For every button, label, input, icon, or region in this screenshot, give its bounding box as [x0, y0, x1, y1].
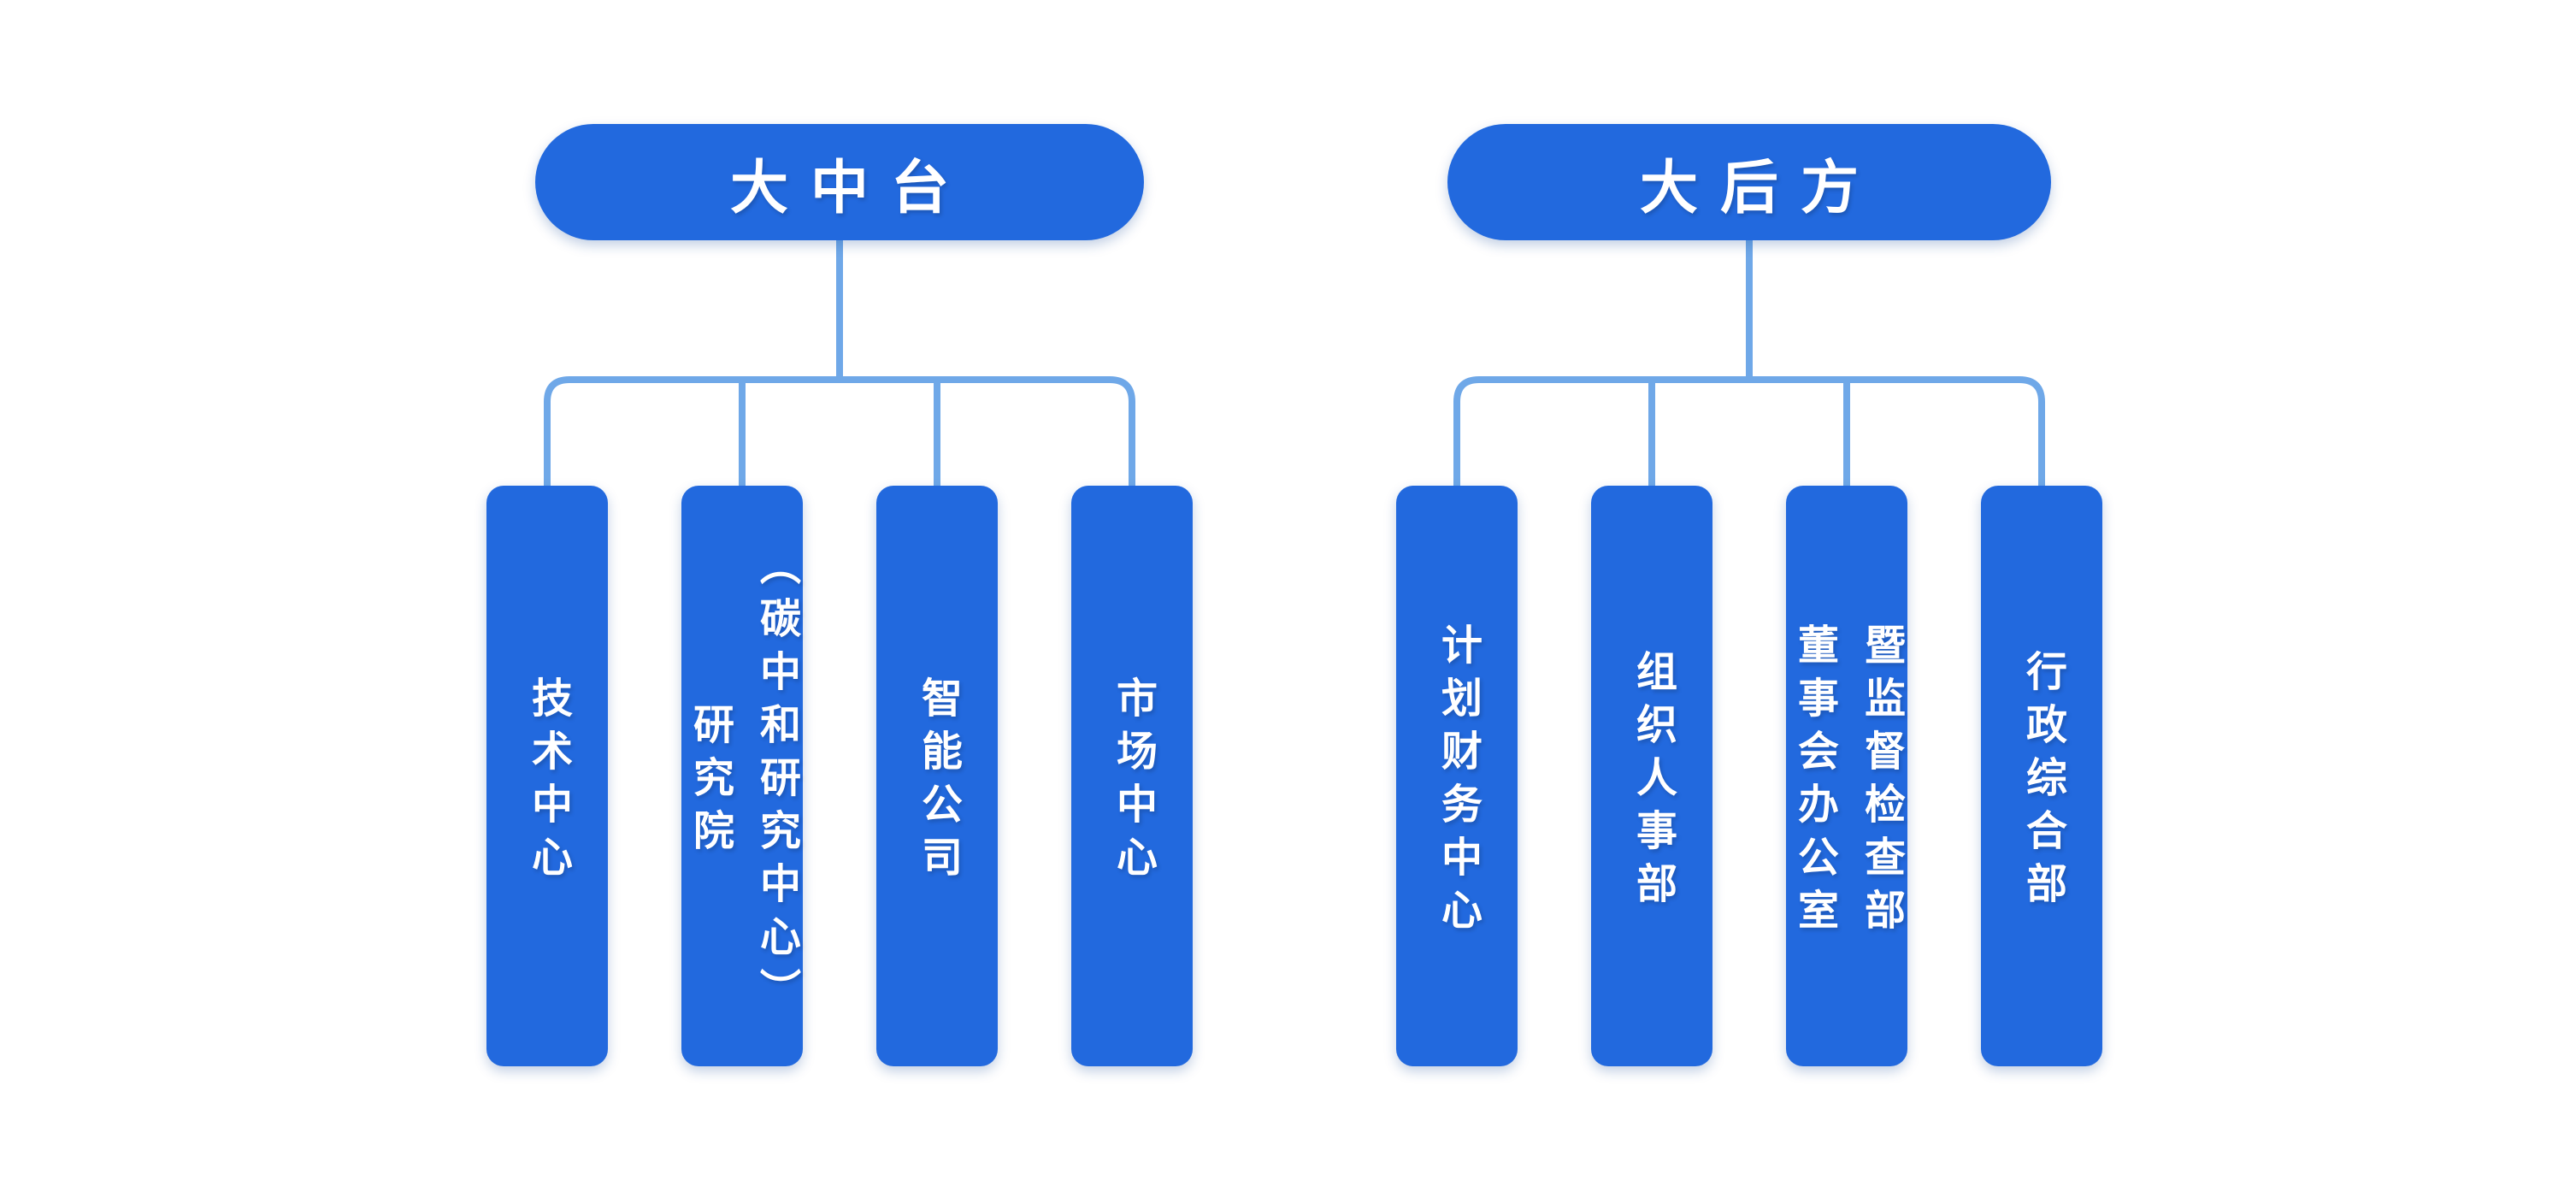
node-yanjiuyuan: 研究院 （碳中和研究中心） — [681, 486, 803, 1066]
node-shichang-zhongxin: 市场中心 — [1071, 486, 1193, 1066]
left-bracket-line — [544, 376, 1135, 489]
node-label-line-1: 董事会办公室 — [1791, 623, 1836, 941]
node-dongshihui-bangongshi: 董事会办公室 暨监督检查部 — [1786, 486, 1907, 1066]
node-label: 技术中心 — [525, 676, 570, 888]
node-label: 市场中心 — [1110, 676, 1155, 888]
node-label: 大后方 — [1639, 155, 1881, 221]
node-label: 组织人事部 — [1630, 649, 1675, 915]
node-dazhongtai-root: 大中台 — [535, 124, 1144, 240]
node-xingzheng-zonghe-bu: 行政综合部 — [1981, 486, 2102, 1066]
node-label: 行政综合部 — [2019, 649, 2065, 915]
node-zuzhi-renshi-bu: 组织人事部 — [1591, 486, 1712, 1066]
node-zhineng-gongsi: 智能公司 — [876, 486, 998, 1066]
node-label-line-1: 研究院 — [687, 702, 732, 862]
node-dahoufang-root: 大后方 — [1447, 124, 2051, 240]
node-label-line-2: 暨监督检查部 — [1858, 623, 1903, 941]
node-label-line-2: （碳中和研究中心） — [753, 543, 799, 1021]
node-jihua-caiwu-zhongxin: 计划财务中心 — [1396, 486, 1518, 1066]
node-label: 智能公司 — [915, 676, 960, 888]
node-label: 大中台 — [729, 155, 971, 221]
right-bracket-line — [1453, 376, 2045, 489]
node-jishu-zhongxin: 技术中心 — [486, 486, 608, 1066]
node-label: 计划财务中心 — [1435, 623, 1480, 941]
